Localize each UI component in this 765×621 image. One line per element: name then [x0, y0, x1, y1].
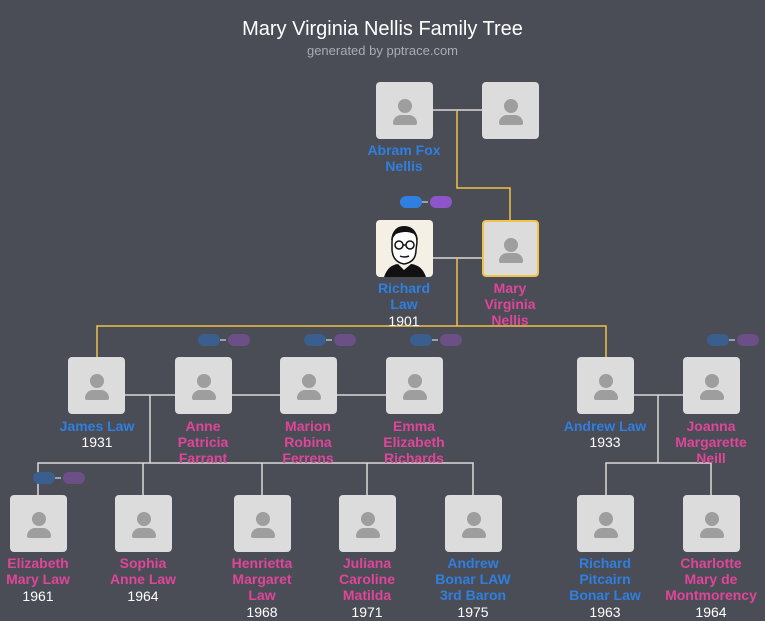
person-card-andrew-bonar[interactable]: [445, 495, 502, 552]
person-card-james[interactable]: [68, 357, 125, 414]
person-icon: [466, 512, 481, 527]
birth-year: 1964: [127, 588, 159, 604]
birth-year: 1931: [81, 434, 113, 450]
person-icon: [196, 374, 211, 389]
person-card-charlotte[interactable]: [683, 495, 740, 552]
portrait-photo: [384, 226, 426, 277]
person-name: Henrietta Margaret Law: [231, 555, 293, 603]
person-name: Charlotte Mary de Montmorency: [665, 555, 757, 603]
person-card-sophia[interactable]: [115, 495, 172, 552]
person-card-mary[interactable]: [482, 220, 539, 277]
page-title: Mary Virginia Nellis Family Tree: [242, 18, 523, 40]
person-icon: [255, 512, 270, 527]
person-card-anne[interactable]: [175, 357, 232, 414]
birth-year: 1971: [351, 604, 383, 620]
person-name: Emma Elizabeth Richards: [383, 418, 445, 466]
person-card-abram-spouse[interactable]: [482, 82, 539, 139]
person-icon: [503, 237, 518, 252]
person-card-joanna[interactable]: [683, 357, 740, 414]
person-icon: [397, 99, 412, 114]
person-icon: [136, 512, 151, 527]
person-name: James Law: [59, 418, 135, 434]
person-icon: [503, 99, 518, 114]
person-icon: [31, 512, 46, 527]
person-card-richard-pitcairn[interactable]: [577, 495, 634, 552]
person-icon: [407, 374, 422, 389]
birth-year: 1901: [388, 313, 420, 329]
person-name: Mary Virginia Nellis: [484, 280, 536, 328]
person-card-richard[interactable]: [376, 220, 433, 277]
person-card-henrietta[interactable]: [234, 495, 291, 552]
person-name: Richard Pitcairn Bonar Law: [569, 555, 641, 603]
person-name: Andrew Bonar LAW 3rd Baron: [435, 555, 511, 603]
birth-year: 1968: [246, 604, 278, 620]
birth-year: 1933: [589, 434, 621, 450]
person-icon: [704, 374, 719, 389]
person-name: Andrew Law: [563, 418, 647, 434]
person-name: Anne Patricia Farrant: [177, 418, 229, 466]
person-name: Marion Robina Ferrens: [282, 418, 334, 466]
birth-year: 1963: [589, 604, 621, 620]
birth-year: 1975: [457, 604, 489, 620]
page-subtitle: generated by pptrace.com: [306, 43, 459, 58]
person-name: Joanna Margarette Neill: [675, 418, 747, 466]
person-icon: [704, 512, 719, 527]
person-icon: [598, 512, 613, 527]
person-name: Richard Law: [377, 280, 431, 312]
person-name: Juliana Caroline Matilda: [338, 555, 395, 603]
person-icon: [360, 512, 375, 527]
person-icon: [89, 374, 104, 389]
person-card-abram[interactable]: [376, 82, 433, 139]
person-card-elizabeth[interactable]: [10, 495, 67, 552]
person-name: Elizabeth Mary Law: [6, 555, 70, 587]
birth-year: 1961: [22, 588, 54, 604]
birth-year: 1964: [695, 604, 727, 620]
person-icon: [598, 374, 613, 389]
person-name: Abram Fox Nellis: [367, 142, 441, 174]
person-card-juliana[interactable]: [339, 495, 396, 552]
person-card-andrew[interactable]: [577, 357, 634, 414]
person-icon: [301, 374, 316, 389]
person-card-emma[interactable]: [386, 357, 443, 414]
person-name: Sophia Anne Law: [109, 555, 177, 587]
person-card-marion[interactable]: [280, 357, 337, 414]
